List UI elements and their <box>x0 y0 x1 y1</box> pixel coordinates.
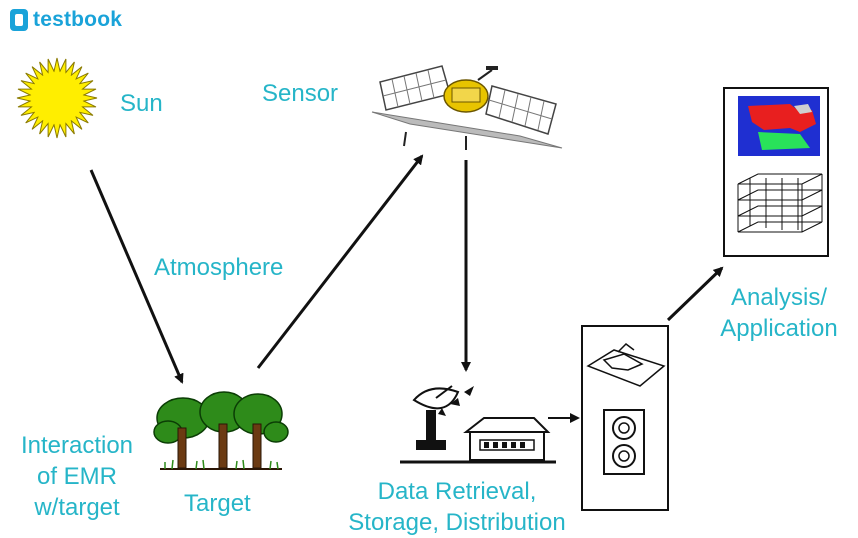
interaction-label: Interaction of EMR w/target <box>20 432 134 521</box>
arrow-processing-to-analysis <box>666 266 724 322</box>
sun-icon <box>16 57 98 139</box>
satellite-icon <box>371 65 563 150</box>
image-grid-icon <box>737 173 823 233</box>
analysis-label: Analysis/ Application <box>720 284 838 342</box>
tape-drive-icon <box>603 409 645 475</box>
processing-panel <box>581 325 669 511</box>
satellite-dish-icon <box>412 385 474 450</box>
data-retrieval-label: Data Retrieval, Storage, Distribution <box>348 478 566 536</box>
trees-icon <box>153 391 289 470</box>
brand-name: testbook <box>33 8 123 31</box>
target-label: Target <box>184 490 251 517</box>
classified-image-icon <box>738 96 820 156</box>
arrow-sun-to-target <box>89 169 184 384</box>
sun-label: Sun <box>120 90 163 117</box>
sensor-label: Sensor <box>262 80 339 107</box>
ground-station-icon <box>400 417 556 464</box>
analysis-panel <box>723 87 829 257</box>
map-icon <box>586 343 666 387</box>
arrow-target-to-sensor <box>256 154 424 369</box>
brand-logo: testbook <box>10 8 122 32</box>
atmosphere-label: Atmosphere <box>154 254 284 281</box>
book-icon <box>10 9 28 31</box>
